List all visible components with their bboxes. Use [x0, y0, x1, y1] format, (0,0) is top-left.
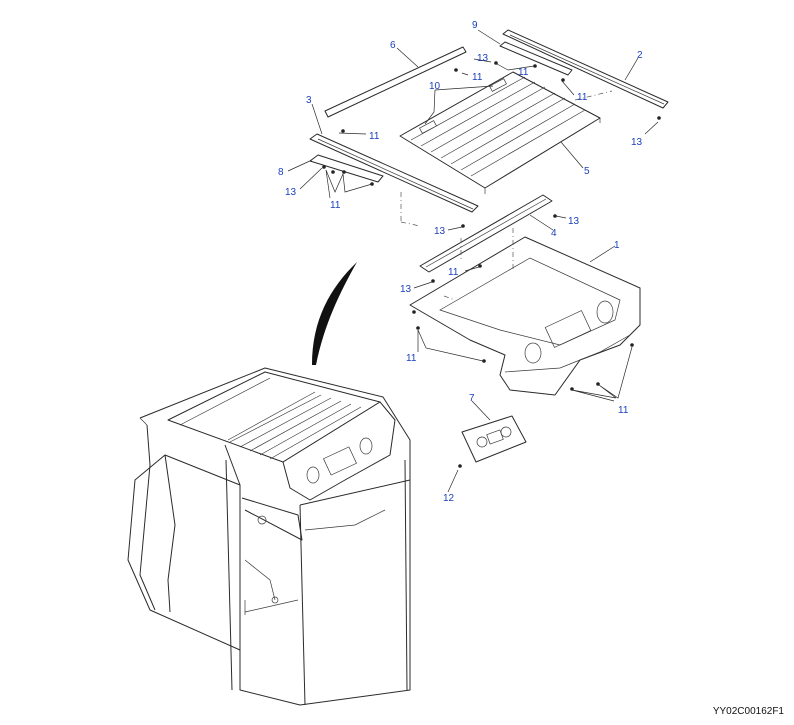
- rail-9: [499, 41, 573, 76]
- callout-11-d: 11: [369, 131, 380, 142]
- callout-9: 9: [472, 20, 478, 31]
- callout-13-a: 13: [477, 53, 489, 64]
- callout-11-f: 11: [448, 267, 459, 278]
- roof-panel: [399, 71, 601, 194]
- rail-6: [324, 46, 467, 118]
- bracket-8: [309, 154, 384, 183]
- leader-lines: [287, 29, 659, 493]
- strip-4: [419, 194, 553, 273]
- callout-6: 6: [390, 40, 396, 51]
- drawing-code: YY02C00162F1: [712, 706, 784, 717]
- callout-2: 2: [637, 50, 643, 61]
- callout-3: 3: [306, 95, 312, 106]
- callout-11-b: 11: [518, 67, 529, 78]
- callout-11-h: 11: [618, 405, 629, 416]
- panel-7: [461, 415, 527, 463]
- callout-13-f: 13: [400, 284, 412, 295]
- callout-11-c: 11: [577, 92, 588, 103]
- callout-4: 4: [551, 228, 557, 239]
- callout-8: 8: [278, 167, 284, 178]
- rail-3: [309, 133, 479, 213]
- callout-1: 1: [614, 240, 620, 251]
- callout-11-a: 11: [472, 72, 483, 83]
- callout-12: 12: [443, 493, 455, 504]
- callout-13-b: 13: [631, 137, 643, 148]
- callout-7: 7: [469, 393, 475, 404]
- cab-frame: [127, 367, 411, 706]
- callout-13-e: 13: [568, 216, 580, 227]
- headliner-1: [409, 236, 641, 396]
- callout-13-c: 13: [285, 187, 297, 198]
- callout-11-g: 11: [406, 353, 417, 364]
- callouts: 1 2 3 4 5 6 7 8 9 10 11 11 11 11 11 11 1…: [278, 20, 643, 504]
- callout-13-d: 13: [434, 226, 446, 237]
- callout-11-e: 11: [330, 200, 341, 211]
- location-arrow: [312, 262, 357, 365]
- alignment-lines: [400, 90, 613, 301]
- rail-2: [502, 29, 669, 109]
- callout-10: 10: [429, 81, 441, 92]
- callout-5: 5: [584, 166, 590, 177]
